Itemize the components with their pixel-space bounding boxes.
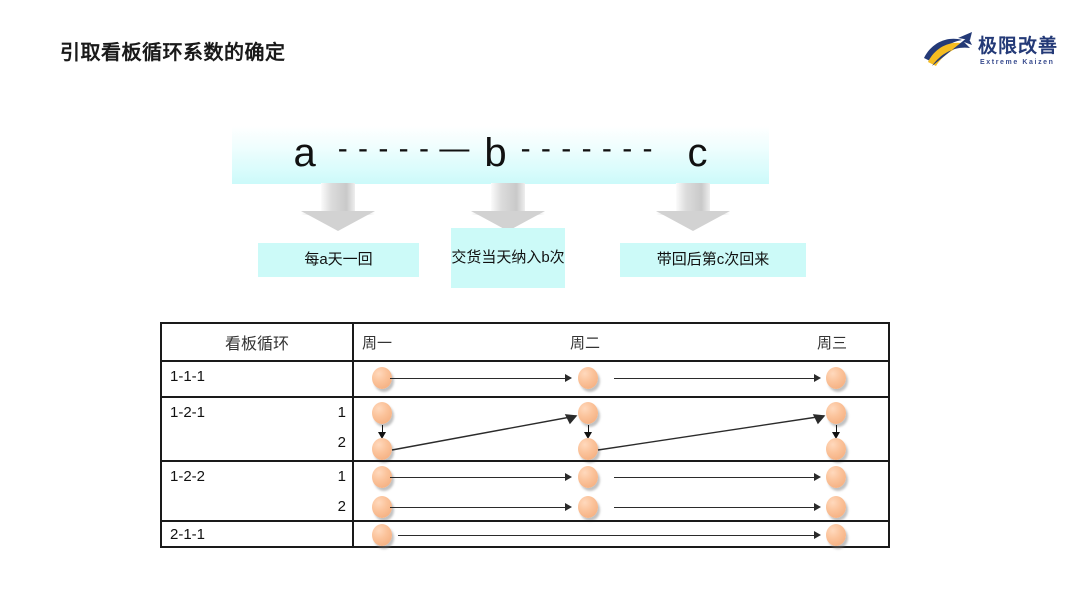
callout-text: 每a天一回 xyxy=(304,250,373,268)
marker-oval xyxy=(372,402,392,424)
logo-mark-icon: 极限改善 Extreme Kaizen xyxy=(924,32,1058,66)
marker-oval xyxy=(372,496,392,518)
formula-banner: a - - - - - — b - - - - - - - c xyxy=(232,126,769,184)
table-row-label-2-1-1: 2-1-1 xyxy=(170,526,206,543)
formula-row: a - - - - - — b - - - - - - - c xyxy=(232,126,769,184)
drop-line xyxy=(836,425,837,433)
marker-oval xyxy=(372,466,392,488)
logo-name-en: Extreme Kaizen xyxy=(980,59,1055,66)
variable-a: a xyxy=(293,131,316,175)
marker-oval xyxy=(372,524,392,546)
diagonal-flow-line xyxy=(391,415,577,451)
diagonal-arrowhead-icon xyxy=(812,414,826,425)
dash-b-to-c: - - - - - - - xyxy=(520,132,654,165)
table-header-cycle: 看板循环 xyxy=(224,336,289,353)
marker-oval xyxy=(826,438,846,460)
sub-row-number: 1 xyxy=(337,404,346,421)
dash-a-to-b: - - - - - — xyxy=(337,132,471,165)
marker-oval xyxy=(372,367,392,389)
flow-line xyxy=(390,477,565,478)
marker-oval xyxy=(578,402,598,424)
kanban-cycle-table: 看板循环 周一 周二 周三 1-1-1 1-2-1 1 2 xyxy=(160,322,890,548)
drop-line xyxy=(382,425,383,433)
table-rule-header xyxy=(162,360,888,362)
marker-oval xyxy=(826,466,846,488)
callout-return-c: 带回后第c次回来 xyxy=(620,243,806,277)
table-header-day-2: 周二 xyxy=(570,335,601,352)
flow-line xyxy=(390,507,565,508)
flow-arrowhead-icon xyxy=(814,531,821,539)
flow-arrowhead-icon xyxy=(565,473,572,481)
marker-oval xyxy=(826,367,846,389)
marker-oval xyxy=(578,466,598,488)
variable-b: b xyxy=(484,131,507,175)
flow-line xyxy=(614,507,814,508)
down-arrow-icon-a xyxy=(301,183,375,231)
flow-arrowhead-icon xyxy=(814,503,821,511)
table-row-label-1-2-2: 1-2-2 xyxy=(170,468,206,485)
flow-line xyxy=(614,477,814,478)
drop-line xyxy=(588,425,589,433)
marker-oval xyxy=(826,402,846,424)
brand-logo: 极限改善 Extreme Kaizen xyxy=(918,28,1058,74)
flow-line xyxy=(614,378,814,379)
drop-arrowhead-icon xyxy=(832,432,840,439)
flow-arrowhead-icon xyxy=(565,374,572,382)
table-rule-1 xyxy=(162,396,888,398)
table-header-day-3: 周三 xyxy=(817,335,848,352)
callout-text: 交货当天纳入b次 xyxy=(451,248,565,266)
callout-text: 带回后第c次回来 xyxy=(656,250,770,268)
marker-oval xyxy=(826,496,846,518)
marker-oval xyxy=(578,438,598,460)
drop-arrowhead-icon xyxy=(378,432,386,439)
table-row-label-1-1-1: 1-1-1 xyxy=(170,368,206,385)
table-rule-3 xyxy=(162,520,888,522)
marker-oval xyxy=(578,367,598,389)
drop-arrowhead-icon xyxy=(584,432,592,439)
marker-oval xyxy=(372,438,392,460)
variable-c: c xyxy=(687,131,708,175)
flow-line xyxy=(398,535,814,536)
diagonal-flow-line xyxy=(597,415,825,451)
sub-row-number: 2 xyxy=(337,498,346,515)
sub-row-number: 1 xyxy=(337,468,346,485)
marker-oval xyxy=(578,496,598,518)
callout-deliver-b: 交货当天纳入b次 xyxy=(451,228,565,288)
down-arrow-icon-c xyxy=(656,183,730,231)
flow-line xyxy=(390,378,565,379)
flow-arrowhead-icon xyxy=(814,473,821,481)
marker-oval xyxy=(826,524,846,546)
table-header-day-1: 周一 xyxy=(362,335,393,352)
table-row-label-1-2-1: 1-2-1 xyxy=(170,404,206,421)
flow-arrowhead-icon xyxy=(814,374,821,382)
diagonal-arrowhead-icon xyxy=(564,414,578,425)
diagonal-flow-group xyxy=(391,414,826,451)
sub-row-number: 2 xyxy=(337,434,346,451)
table-column-divider xyxy=(352,324,354,546)
logo-name-cn: 极限改善 xyxy=(978,34,1058,57)
page-title: 引取看板循环系数的确定 xyxy=(60,42,286,64)
flow-arrowhead-icon xyxy=(565,503,572,511)
table-rule-2 xyxy=(162,460,888,462)
down-arrow-icon-b xyxy=(471,183,545,231)
callout-every-a-days: 每a天一回 xyxy=(258,243,419,277)
